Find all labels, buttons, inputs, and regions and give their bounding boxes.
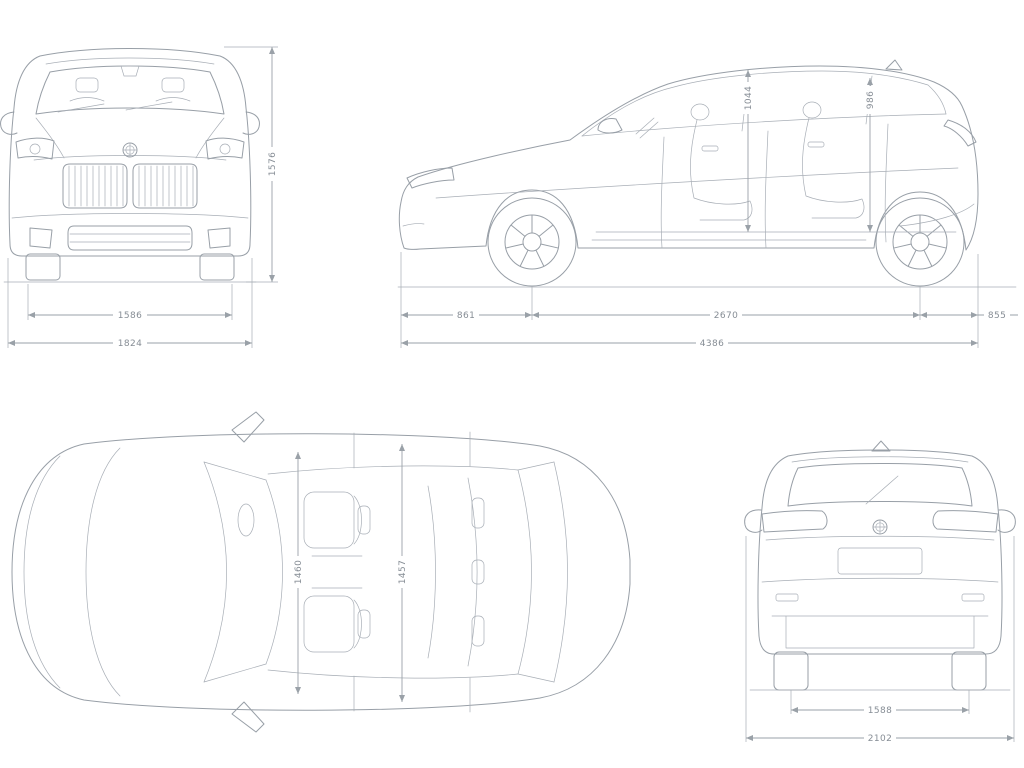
dim-rear-track-value: 1588 bbox=[868, 706, 893, 716]
tailgate-glass-edge bbox=[553, 461, 568, 683]
rear-mirror-right bbox=[997, 509, 1016, 533]
top-body-outline bbox=[11, 433, 631, 711]
dim-rear-overhang: 855 bbox=[984, 310, 1010, 321]
windshield bbox=[35, 65, 225, 115]
license-plate-recess bbox=[837, 547, 923, 575]
rear-bench-back bbox=[467, 477, 478, 667]
rear-window bbox=[787, 463, 973, 507]
rear-wheel bbox=[875, 197, 965, 287]
rear-wheel-left bbox=[773, 651, 809, 691]
steering-wheel bbox=[635, 117, 659, 139]
antenna-fin bbox=[885, 59, 903, 71]
front-wheel bbox=[487, 197, 577, 287]
door-handle-front bbox=[701, 145, 719, 152]
dim-interior-height-front-value: 1044 bbox=[744, 86, 754, 111]
reflector-left bbox=[775, 593, 799, 602]
side-view: 1044 986 861 2670 855 4386 bbox=[397, 59, 1018, 349]
dim-wheelbase: 2670 bbox=[710, 310, 742, 321]
dim-rear-track: 1588 bbox=[864, 705, 896, 716]
door-handle-rear bbox=[807, 141, 825, 148]
front-seat-left-top bbox=[303, 491, 355, 549]
dim-front-height: 1576 bbox=[266, 147, 278, 181]
side-body-outline bbox=[398, 65, 979, 251]
front-seat bbox=[690, 119, 753, 221]
dim-width-mirrors: 2102 bbox=[864, 733, 896, 744]
dim-front-width-value: 1824 bbox=[118, 339, 143, 349]
rear-bench-cushion bbox=[427, 485, 436, 659]
rear-antenna-fin bbox=[871, 440, 891, 452]
bmw-roundel-icon bbox=[122, 142, 138, 158]
roof-rails bbox=[267, 465, 519, 679]
grille-bars bbox=[68, 165, 194, 207]
rear-roof-edge bbox=[517, 469, 532, 675]
kidney-grille bbox=[62, 163, 198, 209]
beltline bbox=[581, 113, 947, 137]
taillight-left bbox=[761, 510, 828, 533]
top-view: 1460 1457 bbox=[11, 411, 631, 733]
steering-wheel-top bbox=[237, 503, 255, 537]
headrest-left bbox=[75, 77, 99, 93]
dim-wheelbase-value: 2670 bbox=[714, 311, 739, 321]
front-view: 1576 1586 1824 bbox=[0, 46, 278, 349]
front-wheel-left bbox=[25, 253, 61, 281]
reflector-right bbox=[961, 593, 985, 602]
dim-interior-width-front: 1460 bbox=[293, 556, 304, 588]
front-body-outline bbox=[8, 48, 252, 257]
dim-front-width: 1824 bbox=[113, 338, 147, 349]
cowl-line bbox=[203, 461, 227, 683]
taillight-right bbox=[932, 510, 999, 533]
top-mirror-right bbox=[231, 701, 265, 733]
dim-interior-height-rear-value: 986 bbox=[866, 91, 876, 109]
dim-width-mirrors-value: 2102 bbox=[868, 734, 893, 744]
rear-wiper bbox=[865, 475, 899, 505]
dim-overall-length-value: 4386 bbox=[700, 339, 725, 349]
interior-mirror bbox=[120, 65, 140, 77]
rear-seat-headrest bbox=[802, 101, 822, 119]
dim-interior-height-rear: 986 bbox=[865, 86, 876, 114]
windshield-top-edge bbox=[265, 479, 283, 665]
dim-interior-width-front-value: 1460 bbox=[294, 560, 304, 585]
rear-seat bbox=[802, 117, 865, 219]
side-mirror bbox=[597, 118, 623, 134]
dim-front-height-value: 1576 bbox=[268, 152, 278, 177]
rear-mirror-left bbox=[744, 509, 763, 533]
dim-interior-height-front: 1044 bbox=[743, 82, 754, 114]
right-mirror bbox=[242, 111, 260, 135]
headlight-right bbox=[205, 137, 245, 160]
front-seat-right-top bbox=[303, 595, 355, 653]
headlight-left bbox=[15, 137, 55, 160]
dim-front-overhang: 861 bbox=[453, 310, 479, 321]
dim-front-track: 1586 bbox=[113, 310, 147, 321]
front-wheel-right bbox=[199, 253, 235, 281]
side-taillight bbox=[943, 119, 977, 147]
rear-body-outline bbox=[757, 449, 1003, 655]
dim-front-overhang-value: 861 bbox=[457, 311, 475, 321]
dim-rear-overhang-value: 855 bbox=[988, 311, 1006, 321]
top-mirror-left bbox=[231, 411, 265, 443]
left-mirror bbox=[0, 111, 18, 135]
bmw-roundel-icon-rear bbox=[872, 519, 888, 535]
rear-diffuser bbox=[771, 615, 989, 649]
dim-overall-length: 4386 bbox=[696, 338, 728, 349]
rear-wheel-right bbox=[951, 651, 987, 691]
wipers bbox=[57, 101, 173, 113]
rear-view: 1588 2102 bbox=[744, 440, 1016, 744]
dim-interior-width-rear-value: 1457 bbox=[398, 560, 408, 585]
front-seat-headrest bbox=[690, 103, 710, 121]
dim-interior-width-rear: 1457 bbox=[397, 556, 408, 588]
side-headlight bbox=[406, 167, 455, 189]
headrest-right bbox=[161, 77, 185, 93]
dim-front-track-value: 1586 bbox=[118, 311, 143, 321]
lower-intake bbox=[67, 225, 193, 251]
